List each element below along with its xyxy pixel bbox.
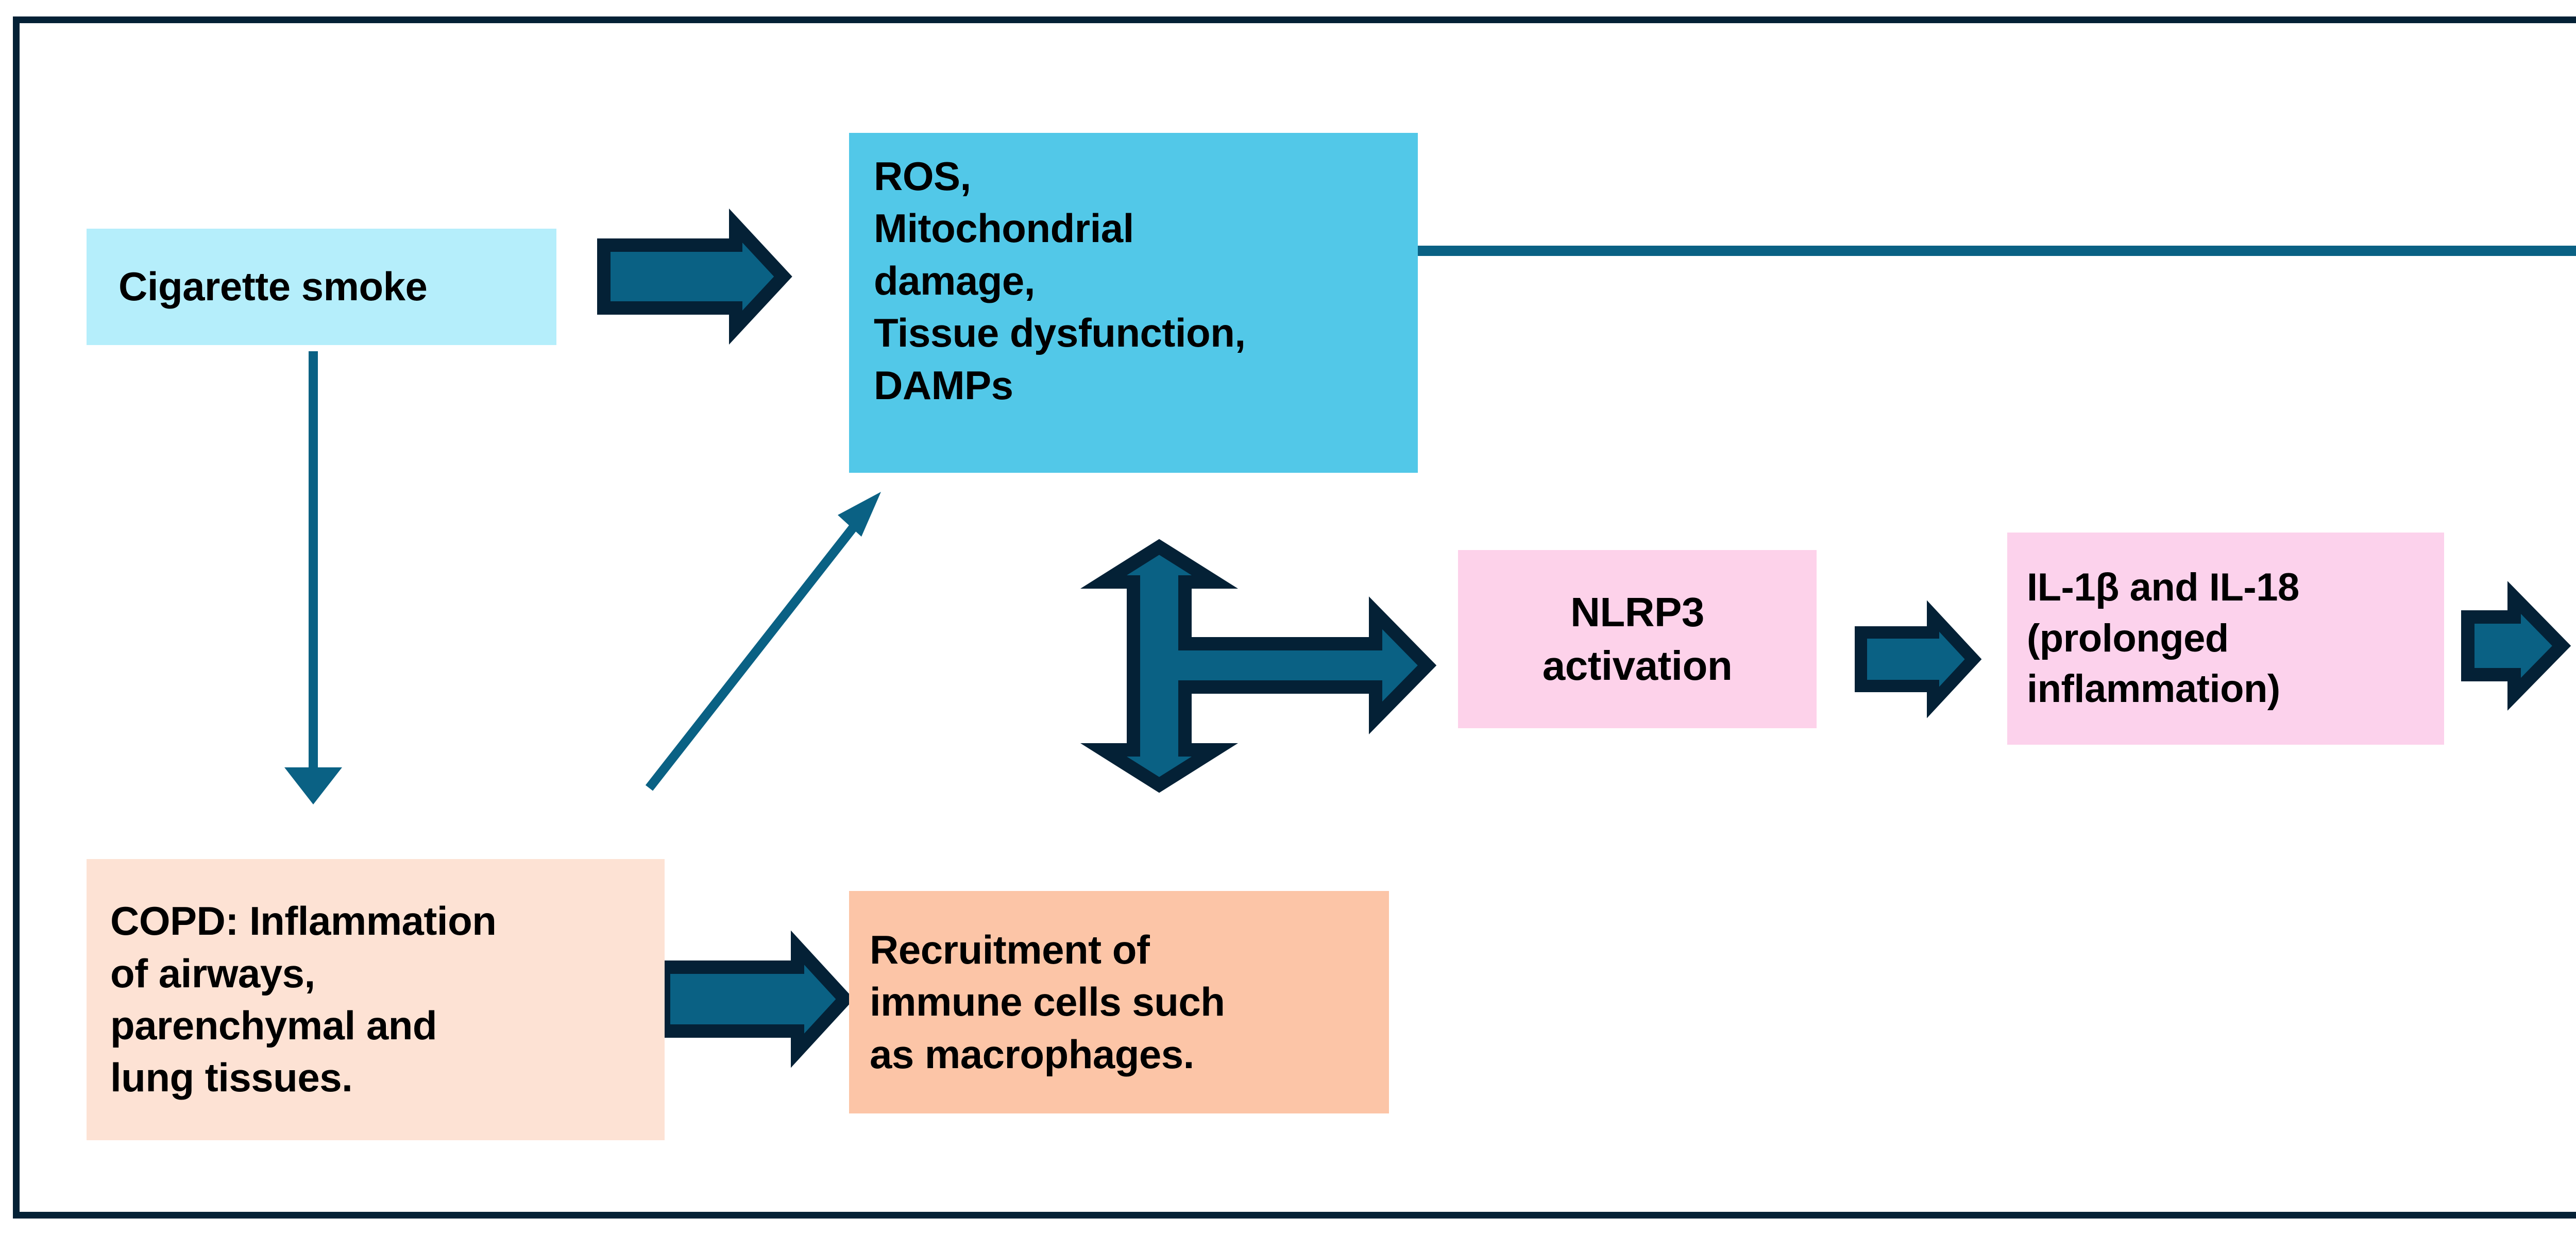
node-cytokines-line-3: inflammation) <box>2027 667 2280 711</box>
node-copd-line-4: lung tissues. <box>110 1055 353 1101</box>
node-recruitment-line-1: Recruitment of <box>870 927 1150 972</box>
node-ros-line-1: ROS, <box>874 153 971 199</box>
node-copd-line-2: of airways, <box>110 950 315 996</box>
node-cytokines-line-2: (prolonged <box>2027 616 2229 660</box>
node-nlrp3-activation[interactable]: NLRP3 activation <box>1458 550 1817 728</box>
node-recruitment[interactable]: Recruitment of immune cells such as macr… <box>849 891 1389 1113</box>
node-cytokines-line-1: IL-1β and IL-18 <box>2027 565 2299 609</box>
node-copd-line-3: parenchymal and <box>110 1003 437 1048</box>
node-cytokines[interactable]: IL-1β and IL-18 (prolonged inflammation) <box>2007 533 2444 745</box>
node-ros[interactable]: ROS, Mitochondrial damage, Tissue dysfun… <box>849 133 1418 473</box>
node-cigarette-smoke[interactable]: Cigarette smoke <box>87 229 556 345</box>
diagram-border-frame <box>13 16 2576 1219</box>
node-nlrp3-line-2: activation <box>1542 643 1733 689</box>
node-recruitment-line-3: as macrophages. <box>870 1031 1194 1077</box>
node-recruitment-line-2: immune cells such <box>870 979 1225 1025</box>
node-ros-line-2: Mitochondrial <box>874 205 1134 251</box>
node-ros-line-3: damage, <box>874 258 1035 303</box>
node-copd-line-1: COPD: Inflammation <box>110 898 497 944</box>
node-cigarette-smoke-line-1: Cigarette smoke <box>118 264 428 310</box>
node-nlrp3-line-1: NLRP3 <box>1570 589 1704 635</box>
node-ros-line-5: DAMPs <box>874 362 1013 408</box>
node-copd[interactable]: COPD: Inflammation of airways, parenchym… <box>87 859 665 1140</box>
node-ros-line-4: Tissue dysfunction, <box>874 310 1246 356</box>
